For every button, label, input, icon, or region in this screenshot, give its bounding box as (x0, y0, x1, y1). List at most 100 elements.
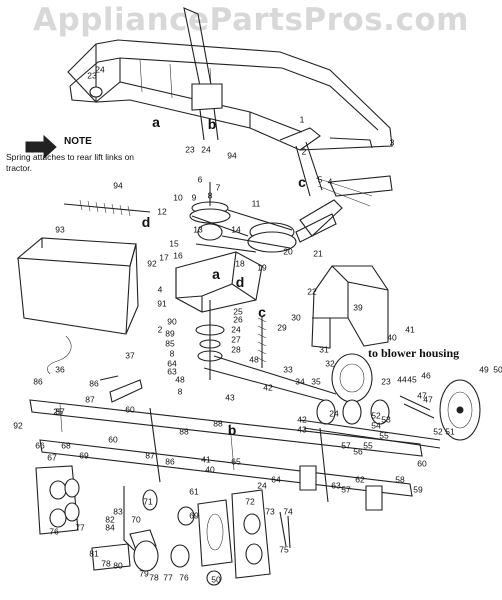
part-number-label: 27 (231, 334, 241, 345)
pulley-and-belt-assembly (175, 182, 337, 403)
part-number-label: 4 (327, 176, 333, 187)
part-number-label: 92 (13, 420, 23, 431)
part-number-label: 48 (175, 374, 185, 385)
part-number-label: 90 (167, 316, 177, 327)
part-number-label: 5 (317, 174, 323, 185)
part-number-label: 32 (325, 358, 335, 369)
part-number-label: 25 (233, 306, 243, 317)
part-number-label: 35 (311, 376, 321, 387)
part-number-label: 49 (479, 364, 489, 375)
part-number-label: 77 (163, 572, 173, 583)
note-title: NOTE (64, 136, 92, 147)
part-number-label: 61 (189, 486, 199, 497)
part-number-label: 42 (297, 414, 307, 425)
part-number-label: 78 (149, 572, 159, 583)
part-number-label: 25 (53, 406, 63, 417)
part-number-label: 2 (301, 146, 307, 157)
part-number-label: 24 (95, 64, 105, 75)
gearbox-parts (35, 465, 291, 586)
part-number-label: 3 (389, 137, 395, 148)
part-number-label: 76 (49, 526, 59, 537)
tractor-frame (67, 7, 393, 197)
part-number-label: 9 (191, 192, 197, 203)
part-number-label: 40 (387, 332, 397, 343)
part-number-label: 44 (397, 374, 407, 385)
part-number-label: 73 (265, 506, 275, 517)
part-number-label: 4 (157, 284, 163, 295)
part-number-label: 46 (421, 370, 431, 381)
hopper-box (16, 237, 139, 375)
part-number-label: 28 (231, 344, 241, 355)
part-number-label: 15 (169, 238, 179, 249)
part-number-label: 2 (157, 324, 163, 335)
letter-label-d: d (141, 214, 151, 230)
part-number-label: 47 (423, 394, 433, 405)
part-number-label: 92 (147, 258, 157, 269)
part-number-label: 13 (193, 224, 203, 235)
note-text: Spring attaches to rear lift links on tr… (6, 152, 135, 173)
part-number-label: 43 (297, 424, 307, 435)
part-number-label: 65 (231, 456, 241, 467)
part-number-label: 24 (257, 480, 267, 491)
part-number-label: 77 (75, 522, 85, 533)
part-number-label: 67 (47, 452, 57, 463)
part-number-label: 87 (85, 394, 95, 405)
part-number-label: 70 (131, 514, 141, 525)
part-number-label: 33 (283, 364, 293, 375)
part-number-label: 39 (353, 302, 363, 313)
part-number-label: 8 (207, 190, 213, 201)
watermark: AppliancePartsPros.com (33, 2, 469, 38)
part-number-label: 82 (105, 514, 115, 525)
part-number-label: 8 (169, 348, 175, 359)
part-number-label: 7 (215, 182, 221, 193)
letter-label-c: c (298, 174, 306, 190)
part-number-label: 17 (159, 252, 169, 263)
part-number-label: 91 (157, 298, 167, 309)
part-number-label: 89 (165, 328, 175, 339)
part-number-label: 55 (363, 440, 373, 451)
part-number-label: 47 (417, 390, 427, 401)
part-number-label: 48 (249, 354, 259, 365)
part-number-label: 84 (105, 522, 115, 533)
part-number-label: 50 (211, 574, 221, 585)
part-number-label: 18 (235, 258, 245, 269)
letter-label-c: c (258, 304, 266, 320)
part-number-label: 45 (407, 374, 417, 385)
part-number-label: 64 (167, 358, 177, 369)
part-number-label: 88 (179, 426, 189, 437)
part-number-label: 31 (319, 344, 329, 355)
lift-bracket-assembly (295, 175, 393, 243)
part-number-label: 10 (173, 192, 183, 203)
part-number-label: 24 (231, 324, 241, 335)
part-number-label: 81 (89, 548, 99, 559)
part-number-label: 54 (371, 420, 381, 431)
part-number-label: 86 (165, 456, 175, 467)
part-number-label: 12 (157, 206, 167, 217)
part-number-label: 52 (433, 426, 443, 437)
part-number-label: 72 (245, 496, 255, 507)
part-number-label: 94 (227, 150, 237, 161)
letter-label-d: d (235, 274, 245, 290)
part-number-label: 75 (279, 544, 289, 555)
part-number-label: 52 (371, 410, 381, 421)
part-number-label: 21 (313, 248, 323, 259)
part-number-label: 23 (381, 376, 391, 387)
part-number-label: 93 (55, 224, 65, 235)
part-number-label: 62 (355, 474, 365, 485)
part-number-label: 88 (213, 418, 223, 429)
part-number-label: 43 (225, 392, 235, 403)
part-number-label: 63 (331, 480, 341, 491)
part-number-label: 71 (143, 496, 153, 507)
part-number-label: 66 (35, 440, 45, 451)
part-number-label: 87 (55, 406, 65, 417)
part-number-label: 59 (413, 484, 423, 495)
part-number-label: 86 (89, 378, 99, 389)
part-number-label: 1 (299, 114, 305, 125)
part-number-label: 14 (231, 224, 241, 235)
part-number-label: 51 (445, 426, 455, 437)
part-number-label: 50 (493, 364, 502, 375)
part-number-label: 23 (185, 144, 195, 155)
part-number-label: 22 (307, 286, 317, 297)
